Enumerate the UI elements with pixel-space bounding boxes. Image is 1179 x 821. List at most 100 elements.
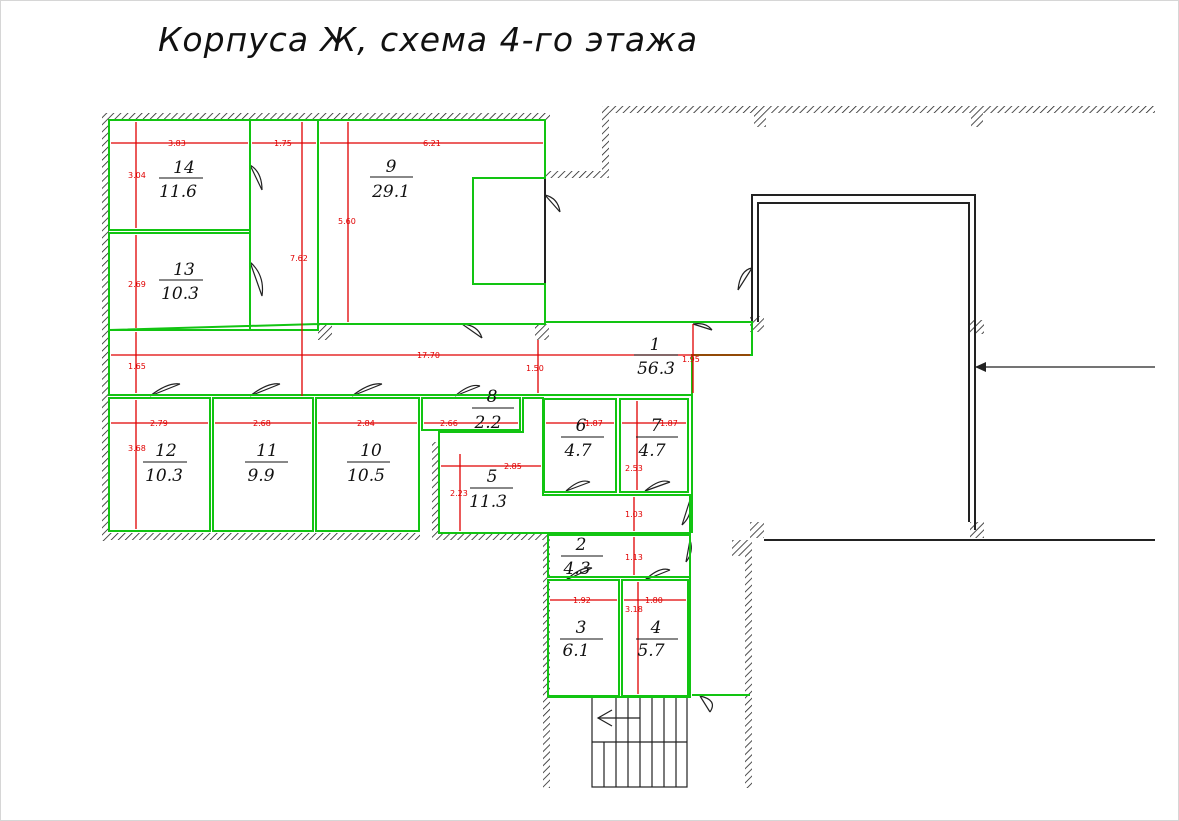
wall-inner-step bbox=[432, 442, 439, 540]
dim-r4-height: 3.18 bbox=[625, 605, 643, 614]
room-6-outline bbox=[543, 398, 617, 493]
door-stair bbox=[699, 695, 713, 713]
room-9-label: 9 29.1 bbox=[370, 157, 413, 202]
svg-text:5.7: 5.7 bbox=[637, 641, 664, 661]
dim-r9-height: 5.60 bbox=[338, 217, 356, 226]
exterior-walls bbox=[102, 106, 1155, 788]
room-11-label: 11 9.9 bbox=[245, 441, 288, 486]
dim-r6-width: 1.87 bbox=[585, 419, 603, 428]
door-7 bbox=[644, 480, 671, 492]
dim-r10-width: 2.84 bbox=[357, 419, 375, 428]
room-8-outline bbox=[421, 397, 521, 431]
wall-south-west bbox=[102, 533, 420, 540]
dim-total-length: 17.70 bbox=[417, 351, 440, 360]
door-9-bottom bbox=[461, 323, 483, 339]
wall-notch bbox=[602, 106, 609, 176]
svg-text:14: 14 bbox=[173, 158, 195, 178]
svg-text:11: 11 bbox=[256, 441, 278, 461]
column-hall-3 bbox=[750, 522, 764, 538]
dim-r3-width: 1.92 bbox=[573, 596, 591, 605]
svg-text:13: 13 bbox=[173, 260, 195, 280]
svg-text:12: 12 bbox=[155, 441, 177, 461]
svg-text:2: 2 bbox=[575, 535, 587, 555]
dim-r14-height: 3.04 bbox=[128, 171, 146, 180]
room-outlines bbox=[108, 119, 753, 698]
svg-text:10: 10 bbox=[360, 441, 382, 461]
drawing-title: Корпуса Ж, схема 4-го этажа bbox=[158, 20, 699, 59]
room-2-label: 2 4.3 bbox=[561, 535, 603, 579]
column-north-2 bbox=[971, 113, 983, 127]
svg-text:5: 5 bbox=[487, 467, 498, 487]
dim-r12-width: 2.79 bbox=[150, 419, 168, 428]
room-10-label: 10 10.5 bbox=[347, 441, 390, 486]
svg-text:1: 1 bbox=[650, 335, 661, 355]
svg-text:6.1: 6.1 bbox=[562, 641, 589, 661]
svg-text:7: 7 bbox=[651, 416, 662, 436]
door-13 bbox=[249, 261, 264, 297]
dim-r8-width: 2.66 bbox=[440, 419, 458, 428]
svg-text:4.7: 4.7 bbox=[637, 441, 665, 461]
wall-north-west bbox=[102, 113, 550, 120]
svg-text:9: 9 bbox=[386, 157, 397, 177]
svg-text:2.2: 2.2 bbox=[473, 413, 501, 433]
svg-text:3: 3 bbox=[576, 618, 587, 638]
staircase bbox=[591, 696, 688, 788]
svg-text:8: 8 bbox=[487, 387, 498, 407]
dim-passage-width: 1.50 bbox=[526, 364, 544, 373]
column-hall-2 bbox=[970, 320, 984, 334]
dim-r2-depth: 1.13 bbox=[625, 553, 643, 562]
column-hall-4 bbox=[970, 522, 984, 538]
column-hall-1 bbox=[750, 316, 764, 332]
room-13-label: 13 10.3 bbox=[159, 260, 203, 304]
svg-text:11.3: 11.3 bbox=[469, 492, 507, 512]
dim-r9-width: 6.21 bbox=[423, 139, 441, 148]
room-12-label: 12 10.3 bbox=[143, 441, 187, 486]
dim-r7-width: 1.87 bbox=[660, 419, 678, 428]
door-4 bbox=[644, 568, 671, 581]
entry-arrow-icon bbox=[975, 362, 986, 372]
svg-text:6: 6 bbox=[576, 416, 587, 436]
dim-r5-width: 2.85 bbox=[504, 462, 522, 471]
svg-text:29.1: 29.1 bbox=[371, 182, 410, 202]
dim-passage-depth: 1.03 bbox=[625, 510, 643, 519]
wall-west bbox=[102, 113, 109, 541]
svg-text:10.3: 10.3 bbox=[161, 284, 199, 304]
room-3-label: 3 6.1 bbox=[560, 618, 603, 661]
svg-text:10.5: 10.5 bbox=[347, 466, 385, 486]
room-7-label: 7 4.7 bbox=[636, 416, 678, 461]
dim-r13-height: 2.69 bbox=[128, 280, 146, 289]
room-1-label: 1 56.3 bbox=[634, 335, 678, 379]
svg-text:56.3: 56.3 bbox=[637, 359, 675, 379]
dim-r11-width: 2.68 bbox=[253, 419, 271, 428]
room-8-label: 8 2.2 bbox=[472, 387, 514, 433]
column-r9-left bbox=[318, 324, 332, 340]
door-1 bbox=[692, 323, 713, 331]
svg-text:9.9: 9.9 bbox=[247, 466, 274, 486]
dim-r7-height: 2.53 bbox=[625, 464, 643, 473]
room-14-label: 14 11.6 bbox=[159, 158, 203, 202]
room-5-label: 5 11.3 bbox=[469, 467, 513, 512]
room-10-outline bbox=[315, 397, 420, 532]
room-labels: 14 11.6 13 10.3 9 29.1 1 56.3 8 2.2 6 4.… bbox=[143, 157, 678, 661]
wall-notch-bottom bbox=[545, 171, 609, 178]
dim-r14-width: 3.83 bbox=[168, 139, 186, 148]
room-7-outline bbox=[619, 398, 689, 493]
door-9 bbox=[544, 194, 561, 213]
svg-text:4.3: 4.3 bbox=[562, 559, 590, 579]
room-12-outline bbox=[108, 397, 211, 532]
doors bbox=[149, 164, 753, 713]
dimension-lines bbox=[111, 122, 750, 694]
dim-corridor-height: 7.62 bbox=[290, 254, 308, 263]
wall-north-east bbox=[602, 106, 1155, 113]
dim-r1-depth: 1.95 bbox=[682, 355, 700, 364]
dim-r5-height: 2.23 bbox=[450, 489, 468, 498]
dimension-labels: 3.83 3.04 1.75 6.21 5.60 7.62 2.69 17.70… bbox=[128, 139, 700, 614]
hall-outline bbox=[751, 194, 976, 530]
column-north-1 bbox=[754, 113, 766, 127]
room-6-label: 6 4.7 bbox=[561, 416, 604, 461]
door-14 bbox=[249, 164, 263, 191]
room-11-outline bbox=[212, 397, 314, 532]
svg-text:11.6: 11.6 bbox=[159, 182, 197, 202]
room-5-outline bbox=[438, 397, 691, 534]
